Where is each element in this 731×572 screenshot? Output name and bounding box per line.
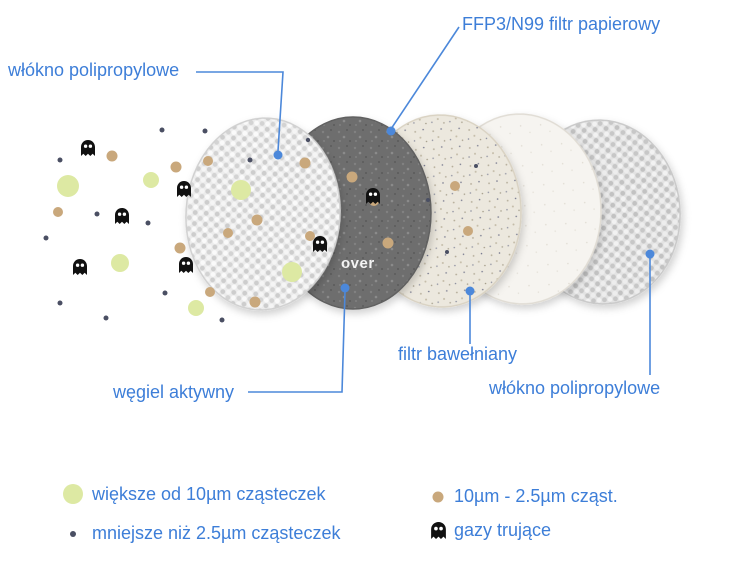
medium-particle-icon <box>432 491 444 502</box>
small-particle-icon <box>70 530 76 537</box>
legend-label: gazy trujące <box>454 520 552 540</box>
ghost-icon <box>115 208 129 224</box>
legend-label: większe od 10µm cząsteczek <box>92 483 326 504</box>
legend-item-toxic-gas: gazy trujące <box>430 520 551 541</box>
ghost-icon <box>313 236 327 252</box>
leader-lines <box>196 26 651 393</box>
watermark-text: over <box>341 255 375 272</box>
legend-item-medium-particle: 10µm - 2.5µm cząst. <box>430 486 618 507</box>
leader-carbon <box>248 290 346 393</box>
ghost-icon <box>430 522 446 539</box>
large-particle-icon <box>63 484 83 504</box>
ghost-icon <box>81 140 95 156</box>
particles-small <box>43 127 478 323</box>
filter-layers <box>185 113 681 311</box>
legend-label: mniejsze niż 2.5µm cząsteczek <box>92 523 341 543</box>
label-polypropylene-top: włókno polipropylowe <box>8 60 180 80</box>
leader-dots <box>273 126 655 296</box>
label-cotton-filter: filtr bawełniany <box>398 344 518 364</box>
label-polypropylene-bottom: włókno polipropylowe <box>489 378 661 398</box>
legend-label: 10µm - 2.5µm cząst. <box>454 486 618 506</box>
label-active-carbon: węgiel aktywny <box>113 382 235 402</box>
leader-fiber-top <box>196 71 284 152</box>
legend-item-large-particle: większe od 10µm cząsteczek <box>62 483 325 505</box>
label-ffp3-paper-filter: FFP3/N99 filtr papierowy <box>462 14 661 34</box>
particles-medium <box>53 150 473 308</box>
ghost-icon <box>366 188 380 204</box>
ghost-icon <box>179 257 193 273</box>
legend-item-small-particle: mniejsze niż 2.5µm cząsteczek <box>62 523 340 544</box>
ghost-icon <box>177 181 191 197</box>
ghost-icon <box>73 259 87 275</box>
leader-ffp3 <box>390 26 460 130</box>
particles-large <box>57 172 302 316</box>
